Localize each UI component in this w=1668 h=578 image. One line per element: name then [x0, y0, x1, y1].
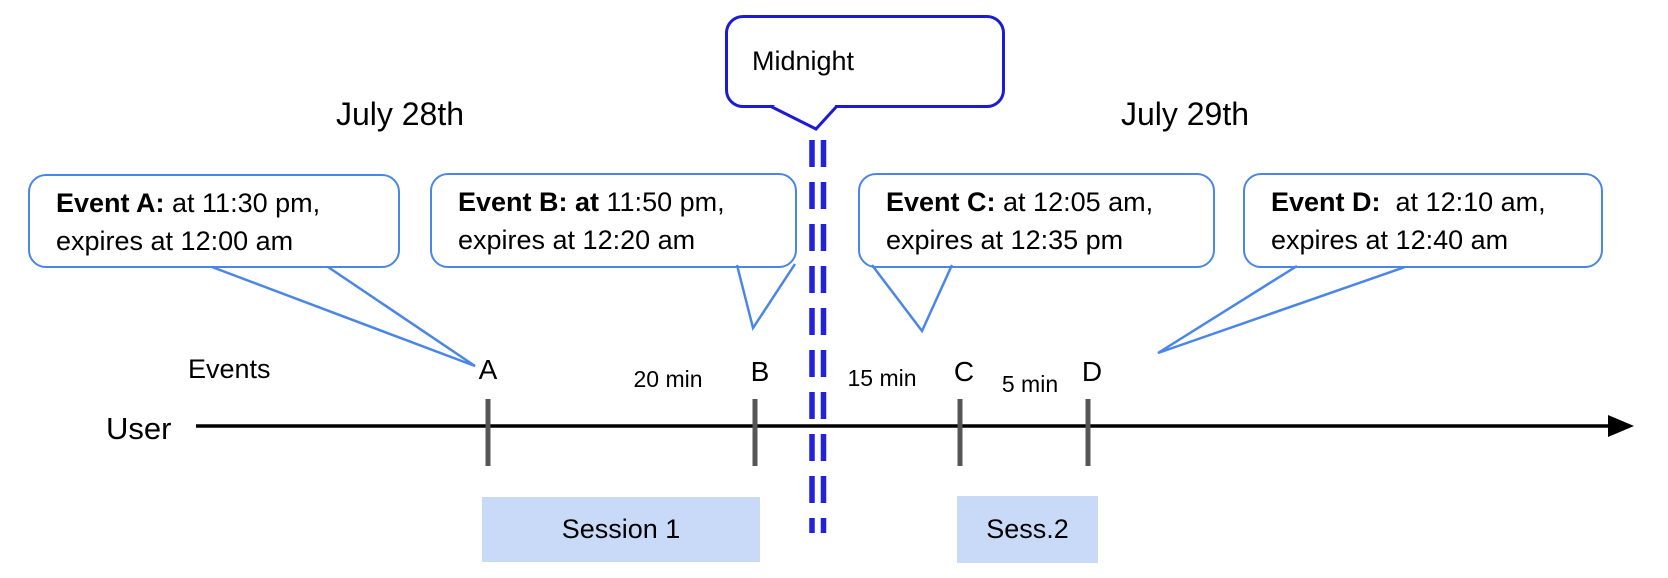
- tail-line-d: [1157, 264, 1406, 355]
- event-c-time: at 12:05 am,: [995, 187, 1154, 217]
- event-a-time: at 11:30 pm,: [164, 188, 321, 218]
- tail-line-c: [871, 264, 954, 334]
- tail-line-a: [211, 265, 476, 368]
- event-d-line1: Event D: at 12:10 am,: [1271, 183, 1593, 221]
- user-axis-label: User: [106, 411, 172, 446]
- session-2-box: Sess.2: [957, 496, 1098, 563]
- event-c-line2: expires at 12:35 pm: [886, 225, 1124, 255]
- timeline-arrowhead-icon: [1608, 415, 1634, 437]
- event-d-time: at 12:10 am,: [1380, 187, 1546, 217]
- interval-label-20min: 20 min: [633, 366, 703, 392]
- event-bubble-c: Event C: at 12:05 am, expires at 12:35 p…: [858, 173, 1215, 268]
- tail-line-b: [735, 263, 797, 332]
- event-b-title: Event B: at: [458, 187, 600, 217]
- event-bubble-b: Event B: at 11:50 pm, expires at 12:20 a…: [430, 173, 797, 268]
- event-b-line1: Event B: at 11:50 pm,: [458, 183, 787, 221]
- events-axis-label: Events: [188, 354, 271, 384]
- event-c-title: Event C:: [886, 187, 996, 217]
- midnight-pointer: [769, 104, 839, 131]
- tick-label-a: A: [478, 354, 498, 385]
- session-1-box: Session 1: [482, 497, 760, 562]
- event-bubble-d: Event D: at 12:10 am, expires at 12:40 a…: [1243, 173, 1603, 268]
- date-label-july-28: July 28th: [335, 96, 465, 132]
- event-a-title: Event A:: [56, 188, 165, 218]
- event-a-line2: expires at 12:00 am: [56, 226, 294, 256]
- tick-label-b: B: [750, 356, 770, 387]
- event-d-title: Event D:: [1271, 187, 1381, 217]
- tick-label-d: D: [1081, 356, 1103, 387]
- date-label-july-29: July 29th: [1120, 96, 1250, 132]
- interval-label-15min: 15 min: [847, 365, 917, 391]
- event-c-line1: Event C: at 12:05 am,: [886, 183, 1205, 221]
- event-d-line2: expires at 12:40 am: [1271, 225, 1509, 255]
- interval-label-5min: 5 min: [1001, 371, 1059, 397]
- event-b-line2: expires at 12:20 am: [458, 225, 696, 255]
- tick-label-c: C: [953, 356, 975, 387]
- event-a-line1: Event A: at 11:30 pm,: [56, 184, 390, 222]
- session-1-label: Session 1: [561, 514, 681, 544]
- midnight-label: Midnight: [752, 46, 855, 76]
- midnight-callout: Midnight: [725, 15, 1005, 108]
- event-b-time: 11:50 pm,: [599, 187, 725, 217]
- event-bubble-a: Event A: at 11:30 pm, expires at 12:00 a…: [28, 174, 400, 268]
- session-2-label: Sess.2: [986, 514, 1069, 544]
